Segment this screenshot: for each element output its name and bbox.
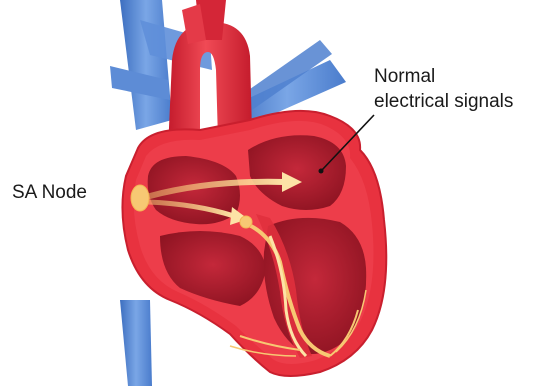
normal-signals-label-line2: electrical signals — [374, 90, 513, 114]
inferior-vena-cava — [120, 300, 152, 386]
sa-node-marker — [131, 185, 149, 211]
sa-node-label: SA Node — [12, 181, 87, 205]
av-node-marker — [240, 216, 252, 228]
normal-signals-leader-dot — [319, 169, 324, 174]
normal-signals-label-line1: Normal — [374, 65, 435, 89]
